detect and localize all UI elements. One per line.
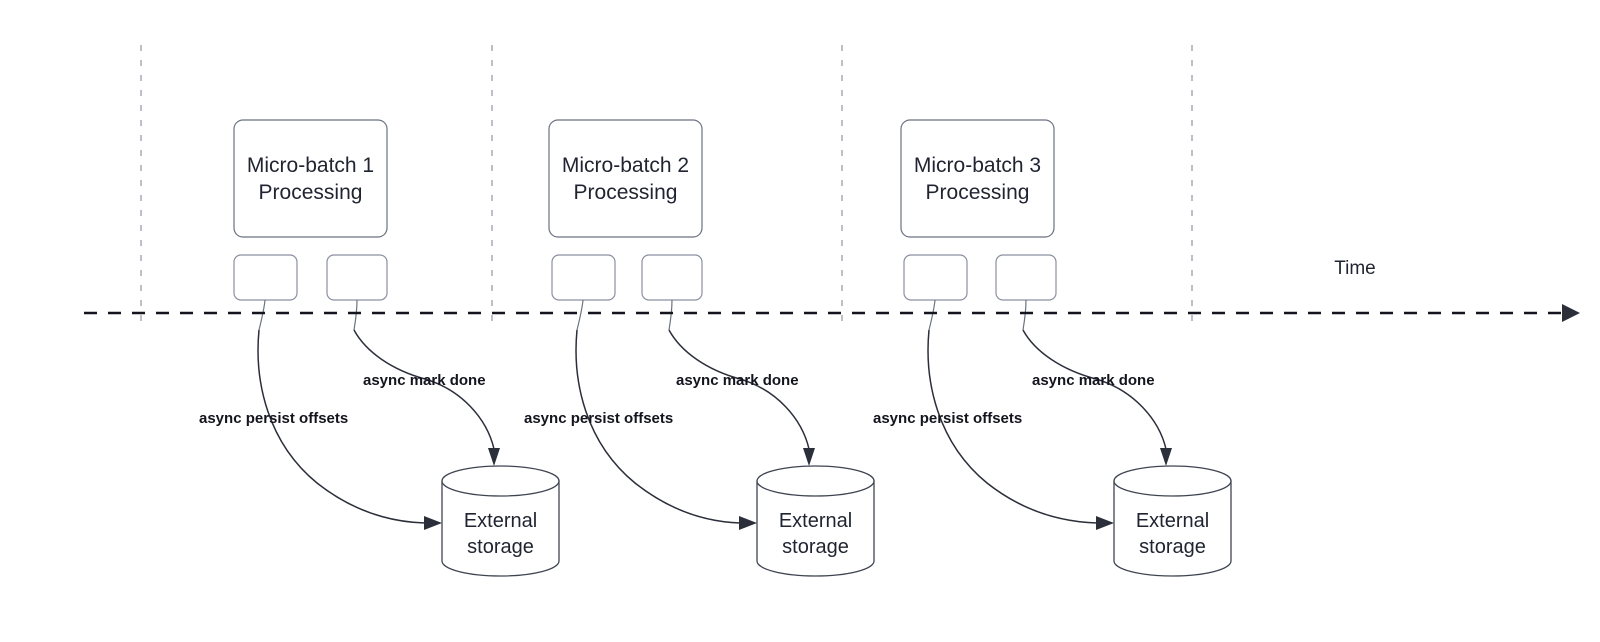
persist-offsets-arrowhead-3 — [1096, 516, 1114, 530]
time-axis-arrowhead — [1562, 304, 1580, 322]
process-box-2-line1: Micro-batch 2 — [562, 154, 689, 177]
time-axis-group: Time — [84, 258, 1580, 322]
process-box-3[interactable] — [900, 119, 1055, 238]
persist-offsets-label-3: async persist offsets — [873, 410, 1022, 427]
persist-offsets-curve-2 — [575, 329, 741, 524]
micro-batch-group-3: Micro-batch 3 Processing async persist o… — [873, 119, 1232, 577]
mark-done-arrowhead-2 — [803, 448, 815, 466]
process-box-1-line2: Processing — [259, 181, 363, 204]
external-storage-3[interactable] — [1113, 465, 1232, 577]
process-box-1[interactable] — [233, 119, 388, 238]
persist-offsets-label-2: async persist offsets — [524, 410, 673, 427]
process-box-3-line2: Processing — [926, 181, 1030, 204]
mark-done-curve-2 — [668, 329, 810, 450]
task-box-1b-stem — [353, 299, 358, 331]
process-box-2[interactable] — [548, 119, 703, 238]
mark-done-arrowhead-1 — [488, 448, 500, 466]
mark-done-curve-1 — [353, 329, 495, 450]
task-box-2a-stem — [576, 299, 584, 331]
process-box-1-line1: Micro-batch 1 — [247, 154, 374, 177]
task-box-1a-stem — [258, 299, 266, 331]
external-storage-1-line1: External — [464, 510, 537, 532]
task-box-1b[interactable] — [326, 254, 388, 301]
external-storage-2-line1: External — [779, 510, 852, 532]
external-storage-1[interactable] — [441, 465, 560, 577]
task-box-2a[interactable] — [551, 254, 616, 301]
task-box-3a[interactable] — [903, 254, 968, 301]
process-box-2-line2: Processing — [574, 181, 678, 204]
mark-done-label-3: async mark done — [1032, 372, 1155, 389]
process-box-3-line1: Micro-batch 3 — [914, 154, 1041, 177]
task-box-3b-stem — [1022, 299, 1027, 331]
persist-offsets-curve-3 — [927, 329, 1098, 524]
task-box-1a[interactable] — [233, 254, 298, 301]
micro-batch-group-1: Micro-batch 1 Processing async persist o… — [199, 119, 560, 577]
persist-offsets-curve-1 — [257, 329, 426, 524]
persist-offsets-arrowhead-1 — [424, 516, 442, 530]
external-storage-2[interactable] — [756, 465, 875, 577]
guide-lines-group — [140, 45, 1193, 325]
task-box-3b[interactable] — [995, 254, 1057, 301]
time-axis-label: Time — [1334, 258, 1376, 279]
task-box-2b-stem — [668, 299, 673, 331]
mark-done-arrowhead-3 — [1160, 448, 1172, 466]
external-storage-2-line2: storage — [782, 536, 849, 558]
mark-done-label-1: async mark done — [363, 372, 486, 389]
external-storage-1-line2: storage — [467, 536, 534, 558]
persist-offsets-arrowhead-2 — [739, 516, 757, 530]
mark-done-curve-3 — [1022, 329, 1167, 450]
task-box-2b[interactable] — [641, 254, 703, 301]
task-box-3a-stem — [928, 299, 936, 331]
external-storage-3-line2: storage — [1139, 536, 1206, 558]
external-storage-3-line1: External — [1136, 510, 1209, 532]
mark-done-label-2: async mark done — [676, 372, 799, 389]
persist-offsets-label-1: async persist offsets — [199, 410, 348, 427]
micro-batch-group-2: Micro-batch 2 Processing async persist o… — [524, 119, 875, 577]
